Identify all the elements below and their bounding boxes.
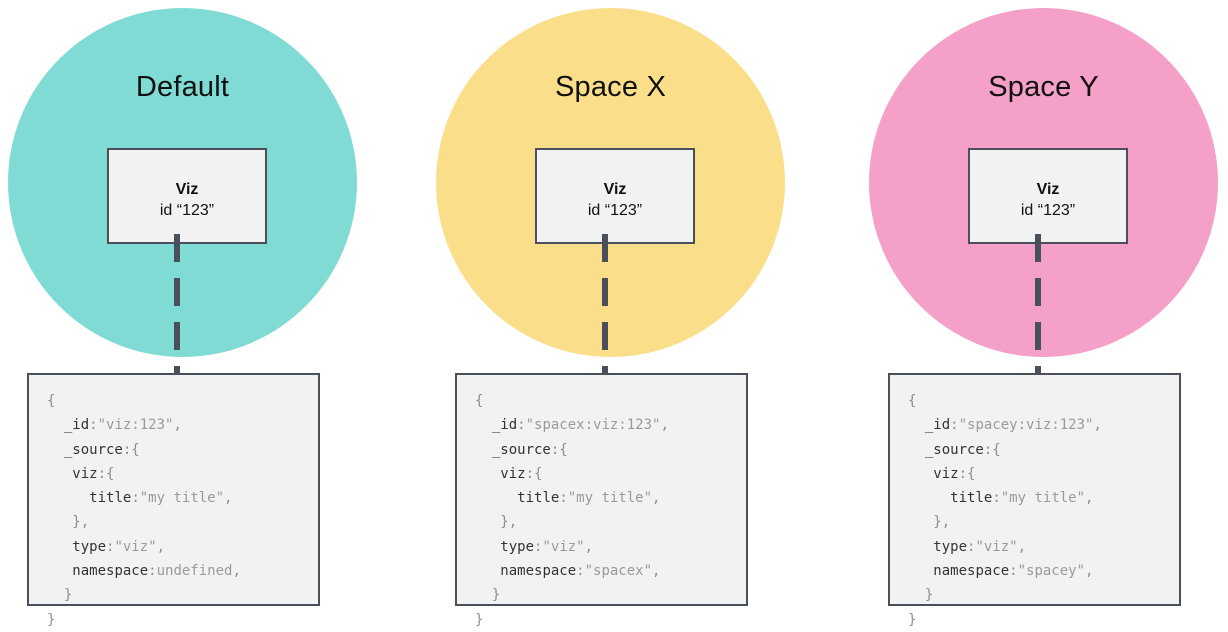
connector-dash [1035,278,1041,306]
viz-object-box: Viz id “123” [968,148,1128,244]
viz-object-title: Viz [175,181,199,198]
space-circle-space-x: Space X Viz id “123” [436,8,785,357]
connector-dash [174,234,180,262]
space-circle-label: Default [135,71,230,103]
connector-dash [1035,322,1041,350]
viz-object-box: Viz id “123” [107,148,267,244]
json-document-panel: { _id:"spacex:viz:123", _source:{ viz:{ … [455,373,748,628]
dashed-connector [602,234,608,374]
space-column-space-y: Space Y Viz id “123” { _id:"spacey:viz:1… [861,0,1228,628]
viz-object-box-content: Viz id “123” [109,180,265,222]
connector-dash [1035,234,1041,262]
viz-object-id: id “123” [587,202,643,219]
viz-object-box-content: Viz id “123” [970,180,1126,222]
dashed-connector [1035,234,1041,374]
space-circle-label: Space Y [988,71,1099,103]
space-column-space-x: Space X Viz id “123” { _id:"spacex:viz:1… [428,0,838,628]
viz-object-title: Viz [603,181,627,198]
connector-dash [602,322,608,350]
viz-object-box-content: Viz id “123” [537,180,693,222]
json-document-code: { _id:"spacey:viz:123", _source:{ viz:{ … [908,393,1102,628]
connector-dash [174,278,180,306]
json-document-code: { _id:"viz:123", _source:{ viz:{ title:"… [47,393,241,628]
space-circle-label: Space X [554,71,667,103]
json-document-code: { _id:"spacex:viz:123", _source:{ viz:{ … [475,393,669,628]
connector-dash [174,366,180,374]
json-document-panel: { _id:"viz:123", _source:{ viz:{ title:"… [27,373,320,628]
connector-dash [602,278,608,306]
json-document-panel: { _id:"spacey:viz:123", _source:{ viz:{ … [888,373,1181,628]
connector-dash [602,366,608,374]
dashed-connector [174,234,180,374]
connector-dash [602,234,608,262]
connector-dash [1035,366,1041,374]
viz-object-id: id “123” [1020,202,1076,219]
viz-object-id: id “123” [159,202,215,219]
viz-object-box: Viz id “123” [535,148,695,244]
space-circle-default: Default Viz id “123” [8,8,357,357]
space-column-default: Default Viz id “123” { _id:"viz:123", _s… [0,0,410,628]
viz-object-title: Viz [1036,181,1060,198]
connector-dash [174,322,180,350]
space-circle-space-y: Space Y Viz id “123” [869,8,1218,357]
